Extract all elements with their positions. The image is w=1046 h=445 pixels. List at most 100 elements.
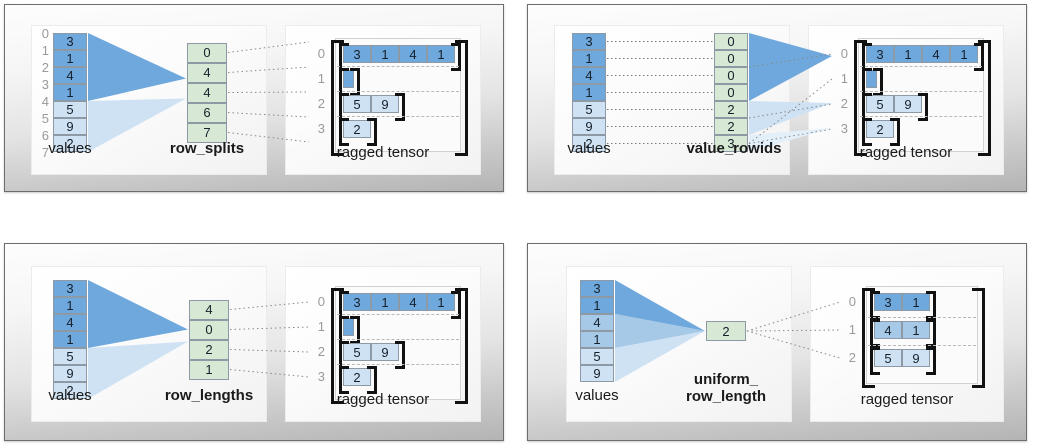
- ragged-row-separator: [868, 317, 976, 318]
- ragged-row-index: 0: [317, 294, 325, 309]
- encoding-caption: row_splits: [169, 140, 245, 157]
- ragged-cell: 4: [874, 321, 902, 339]
- ragged-cell: 1: [902, 293, 930, 311]
- encoding-cell: 2: [714, 101, 748, 118]
- ragged-row-index: 2: [840, 96, 848, 111]
- value-index-label: 2: [41, 60, 49, 75]
- row-bracket-left: [339, 366, 349, 394]
- outer-bracket-left: [862, 288, 875, 388]
- value-cell: 1: [53, 50, 87, 67]
- row-bracket-right: [451, 291, 461, 319]
- ragged-cell: 9: [371, 343, 399, 361]
- encoding-cell: 4: [189, 299, 229, 320]
- ragged-row-index: 3: [840, 121, 848, 136]
- encoding-cell: 6: [187, 102, 227, 123]
- value-cell: 1: [53, 331, 87, 348]
- outer-bracket-left: [854, 40, 867, 156]
- ragged-row-index: 1: [317, 71, 325, 86]
- ragged-row-separator: [337, 116, 459, 117]
- ragged-row-separator: [337, 364, 459, 365]
- row-bracket-left: [339, 118, 349, 146]
- ragged-cell: 4: [922, 45, 950, 63]
- outer-bracket-left: [331, 288, 344, 404]
- outer-bracket-right: [455, 40, 468, 156]
- row-bracket-right: [974, 43, 984, 71]
- ragged-cell: 3: [343, 45, 371, 63]
- values-caption: values: [567, 140, 611, 157]
- value-cell: 5: [580, 348, 614, 365]
- encoding-caption: row_lengths: [164, 387, 254, 404]
- value-cell: 5: [53, 101, 87, 118]
- ragged-row-separator: [337, 66, 459, 67]
- row-bracket-right: [890, 118, 900, 146]
- ragged-row-index: 1: [840, 71, 848, 86]
- value-index-label: 4: [41, 94, 49, 109]
- ragged-cell: 3: [343, 293, 371, 311]
- ragged-caption: ragged tensor: [336, 391, 430, 408]
- row-bracket-right: [395, 93, 405, 121]
- connector-lines: [607, 33, 833, 152]
- ragged-caption: ragged tensor: [336, 144, 430, 161]
- value-cell: 1: [572, 84, 606, 101]
- values-caption: values: [575, 387, 619, 404]
- value-cell: 2: [53, 382, 87, 399]
- ragged-cell: 4: [399, 45, 427, 63]
- outer-bracket-left: [331, 40, 344, 156]
- ragged-cell: 2: [343, 368, 371, 386]
- value-index-label: 5: [41, 111, 49, 126]
- ragged-cell: 9: [902, 349, 930, 367]
- value-cell: 5: [53, 348, 87, 365]
- ragged-cell: 1: [427, 45, 455, 63]
- encoding-cell: 0: [714, 50, 748, 67]
- ragged-cell: 2: [343, 120, 371, 138]
- ragged-cell: 9: [371, 95, 399, 113]
- row-bracket-right: [395, 341, 405, 369]
- row-bracket-right: [367, 118, 377, 146]
- ragged-row-separator: [860, 91, 982, 92]
- row-bracket-left: [870, 291, 880, 319]
- ragged-row-separator: [337, 91, 459, 92]
- ragged-cell: 1: [371, 293, 399, 311]
- ragged-row-separator: [868, 345, 976, 346]
- encoding-caption: value_rowids: [686, 140, 782, 157]
- encoding-cell: 0: [714, 84, 748, 101]
- ragged-row-index: 3: [317, 369, 325, 384]
- ragged-row-separator: [860, 66, 982, 67]
- encoding-cell: 7: [187, 122, 227, 143]
- ragged-caption: ragged tensor: [860, 391, 954, 408]
- value-cell: 3: [580, 280, 614, 297]
- encoding-cell: 2: [714, 118, 748, 135]
- ragged-row: 2: [866, 120, 894, 138]
- encoding-cell: 0: [189, 319, 229, 340]
- ragged-cell: 1: [371, 45, 399, 63]
- row-bracket-right: [350, 316, 360, 344]
- encoding-cell: 0: [714, 33, 748, 50]
- ragged-cell: 3: [874, 293, 902, 311]
- ragged-row-index: 0: [317, 46, 325, 61]
- value-cell: 3: [572, 33, 606, 50]
- ragged-cell: 1: [894, 45, 922, 63]
- value-cell: 4: [53, 67, 87, 84]
- value-cell: 5: [572, 101, 606, 118]
- value-cell: 1: [580, 297, 614, 314]
- connector-lines: [88, 33, 310, 152]
- value-index-label: 0: [41, 26, 49, 41]
